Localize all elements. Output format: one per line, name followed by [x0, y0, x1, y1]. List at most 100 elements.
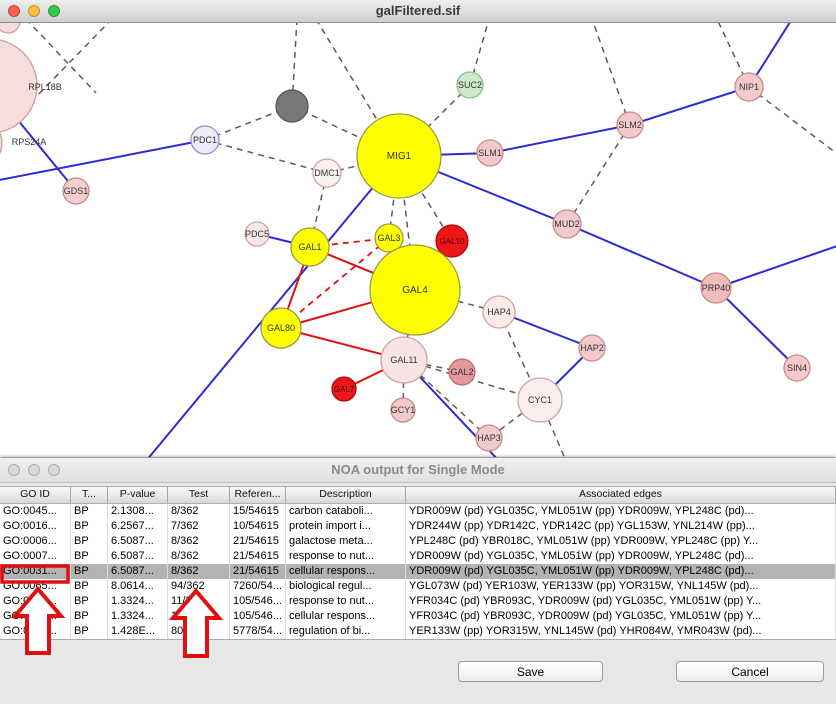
node-GAL2[interactable]	[448, 358, 476, 386]
cell: galactose meta...	[286, 534, 406, 549]
node-SLM2[interactable]	[616, 111, 644, 139]
cell: 6.5087...	[108, 549, 168, 564]
edge-PRP40-off[interactable]	[715, 245, 836, 289]
node-label-GAL3: GAL3	[377, 233, 400, 243]
node-GAL3[interactable]	[374, 223, 404, 253]
node-label-SLM1: SLM1	[478, 148, 502, 158]
node-GDS1[interactable]	[62, 177, 90, 205]
minimize-button[interactable]	[28, 464, 40, 476]
node-MIG1[interactable]	[356, 113, 442, 199]
node-CYC1[interactable]	[517, 377, 563, 423]
edge-SLM1-SLM2[interactable]	[489, 124, 631, 154]
cell: 94/362	[168, 579, 230, 594]
column-header-associated-edges[interactable]: Associated edges	[406, 487, 836, 503]
node-label-RPS24A: RPS24A	[12, 137, 47, 147]
edge-NIP1-off[interactable]	[748, 86, 836, 156]
node-PDC5[interactable]	[244, 221, 270, 247]
node-label-GAL7: GAL7	[334, 385, 355, 394]
cell: 105/546...	[230, 609, 286, 624]
edge-SLM2-NIP1[interactable]	[629, 86, 750, 126]
edge-MIG1-off[interactable]	[146, 155, 400, 457]
edge-MUD2-PRP40[interactable]	[566, 223, 717, 289]
edge-N1-MIG1[interactable]	[291, 105, 400, 157]
zoom-button[interactable]	[48, 464, 60, 476]
node-RPS24A[interactable]	[0, 119, 3, 167]
node-PRP40[interactable]	[700, 272, 732, 304]
node-RPL18B[interactable]	[0, 39, 38, 133]
cell: regulation of bi...	[286, 624, 406, 639]
edge-SLM2-off[interactable]	[592, 23, 631, 126]
node-SIN4[interactable]	[783, 354, 811, 382]
node-GAL7[interactable]	[331, 376, 357, 402]
cell: YDR244W (pp) YDR142C, YDR142C (pp) YGL15…	[406, 519, 836, 534]
edge-GAL3-GAL80[interactable]	[280, 237, 390, 329]
column-header-referen-[interactable]: Referen...	[230, 487, 286, 503]
save-button[interactable]: Save	[458, 661, 603, 682]
edge-SUC2-MIG1[interactable]	[398, 84, 471, 157]
noa-window-titlebar[interactable]: NOA output for Single Mode	[0, 458, 836, 483]
edge-off-off[interactable]	[27, 23, 112, 106]
node-GAL11[interactable]	[380, 336, 428, 384]
zoom-button[interactable]	[48, 5, 60, 17]
node-GAL1[interactable]	[290, 227, 330, 267]
node-PDC1[interactable]	[190, 125, 220, 155]
node-SUC2[interactable]	[456, 71, 484, 99]
edge-off-off[interactable]	[26, 23, 97, 94]
node-label-HAP3: HAP3	[477, 433, 501, 443]
node-GCY1[interactable]	[390, 397, 416, 423]
node-MUD2[interactable]	[552, 209, 582, 239]
node-N1[interactable]	[275, 89, 309, 123]
edge-PRP40-SIN4[interactable]	[715, 287, 798, 369]
edge-PDC1-off[interactable]	[0, 139, 206, 181]
cell: 11/362	[168, 594, 230, 609]
node-GAL10[interactable]	[435, 224, 469, 258]
cell: 1.3324...	[108, 594, 168, 609]
node-HAP2[interactable]	[578, 334, 606, 362]
column-header-p-value[interactable]: P-value	[108, 487, 168, 503]
edge-SLM2-MUD2[interactable]	[566, 124, 631, 225]
network-window-titlebar[interactable]: galFiltered.sif	[0, 0, 836, 23]
column-header-go-id[interactable]: GO ID	[0, 487, 71, 503]
node-SLM1[interactable]	[476, 139, 504, 167]
node-NIP1[interactable]	[734, 72, 764, 102]
node-GAL80[interactable]	[260, 307, 302, 349]
cancel-button[interactable]: Cancel	[676, 661, 824, 682]
node-GAL4[interactable]	[369, 244, 461, 336]
close-button[interactable]	[8, 5, 20, 17]
edge-off-N1[interactable]	[291, 23, 298, 107]
column-header-t-[interactable]: T...	[71, 487, 108, 503]
column-header-description[interactable]: Description	[286, 487, 406, 503]
edge-GAL11-GCY1[interactable]	[402, 359, 405, 411]
node-HAP3[interactable]	[475, 424, 503, 452]
cell: 15/54615	[230, 504, 286, 519]
cell: YDR009W (pd) YGL035C, YML051W (pp) YDR00…	[406, 564, 836, 579]
node-label-GAL80: GAL80	[267, 323, 295, 333]
cell: 7/362	[168, 519, 230, 534]
node-HAP4[interactable]	[482, 295, 516, 329]
cell: BP	[71, 624, 108, 639]
cell: 2.1308...	[108, 504, 168, 519]
close-button[interactable]	[8, 464, 20, 476]
minimize-button[interactable]	[28, 5, 40, 17]
cell: 1.428E...	[108, 624, 168, 639]
edge-GAL11-HAP3[interactable]	[403, 359, 490, 439]
cell: GO:0031...	[0, 609, 71, 624]
column-header-test[interactable]: Test	[168, 487, 230, 503]
node-DMC1[interactable]	[312, 158, 342, 188]
node-label-GAL10: GAL10	[440, 237, 465, 246]
edge-PDC1-DMC1[interactable]	[204, 139, 328, 174]
node-N2[interactable]	[0, 23, 21, 34]
cell: 6.5087...	[108, 564, 168, 579]
